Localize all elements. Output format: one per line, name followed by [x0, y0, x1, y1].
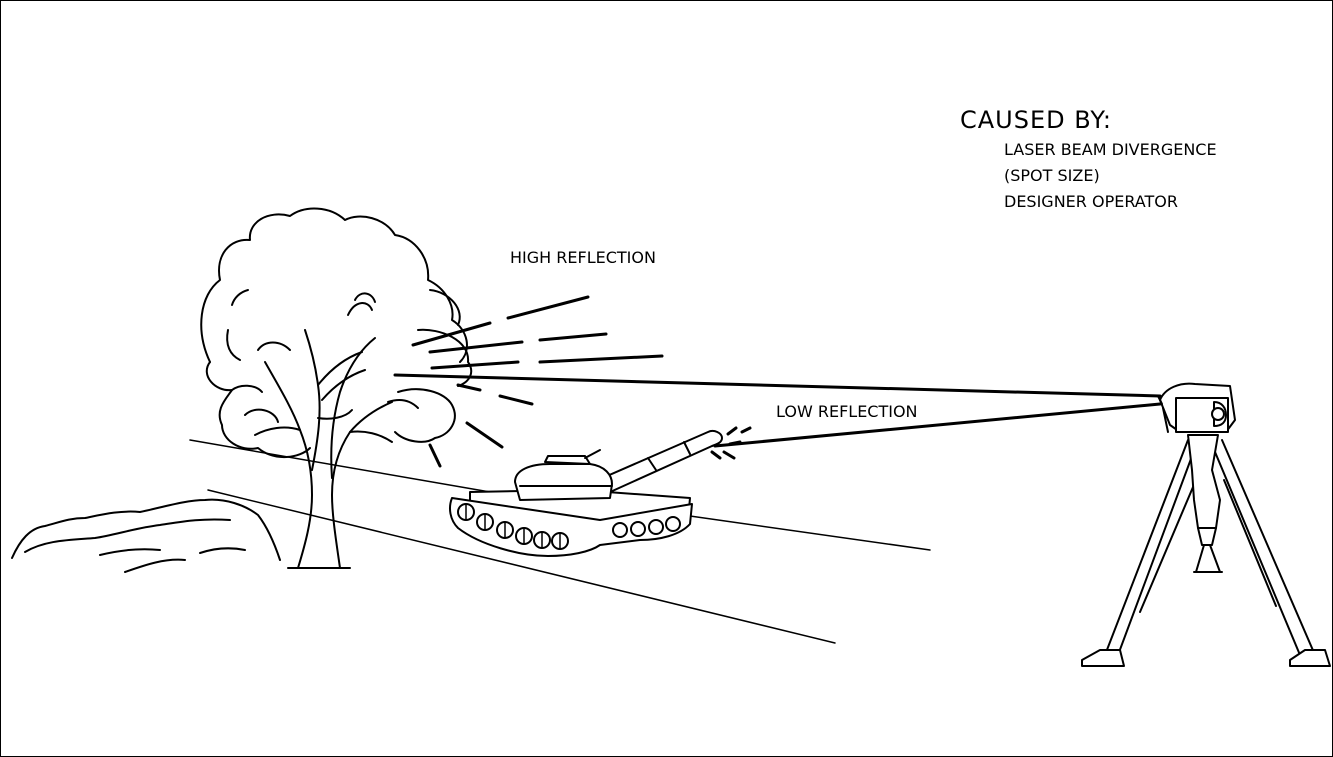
tank [450, 431, 722, 556]
tree [201, 209, 471, 568]
bushes [12, 500, 280, 572]
caused-by-heading: CAUSED BY: [960, 106, 1112, 134]
cause-item-3: DESIGNER OPERATOR [1004, 192, 1178, 211]
cause-item-2: (SPOT SIZE) [1004, 166, 1100, 185]
laser-designator [1082, 384, 1330, 666]
low-reflection-label: LOW REFLECTION [776, 402, 918, 421]
cause-item-1: LASER BEAM DIVERGENCE [1004, 140, 1217, 159]
high-reflection-label: HIGH REFLECTION [510, 248, 656, 267]
